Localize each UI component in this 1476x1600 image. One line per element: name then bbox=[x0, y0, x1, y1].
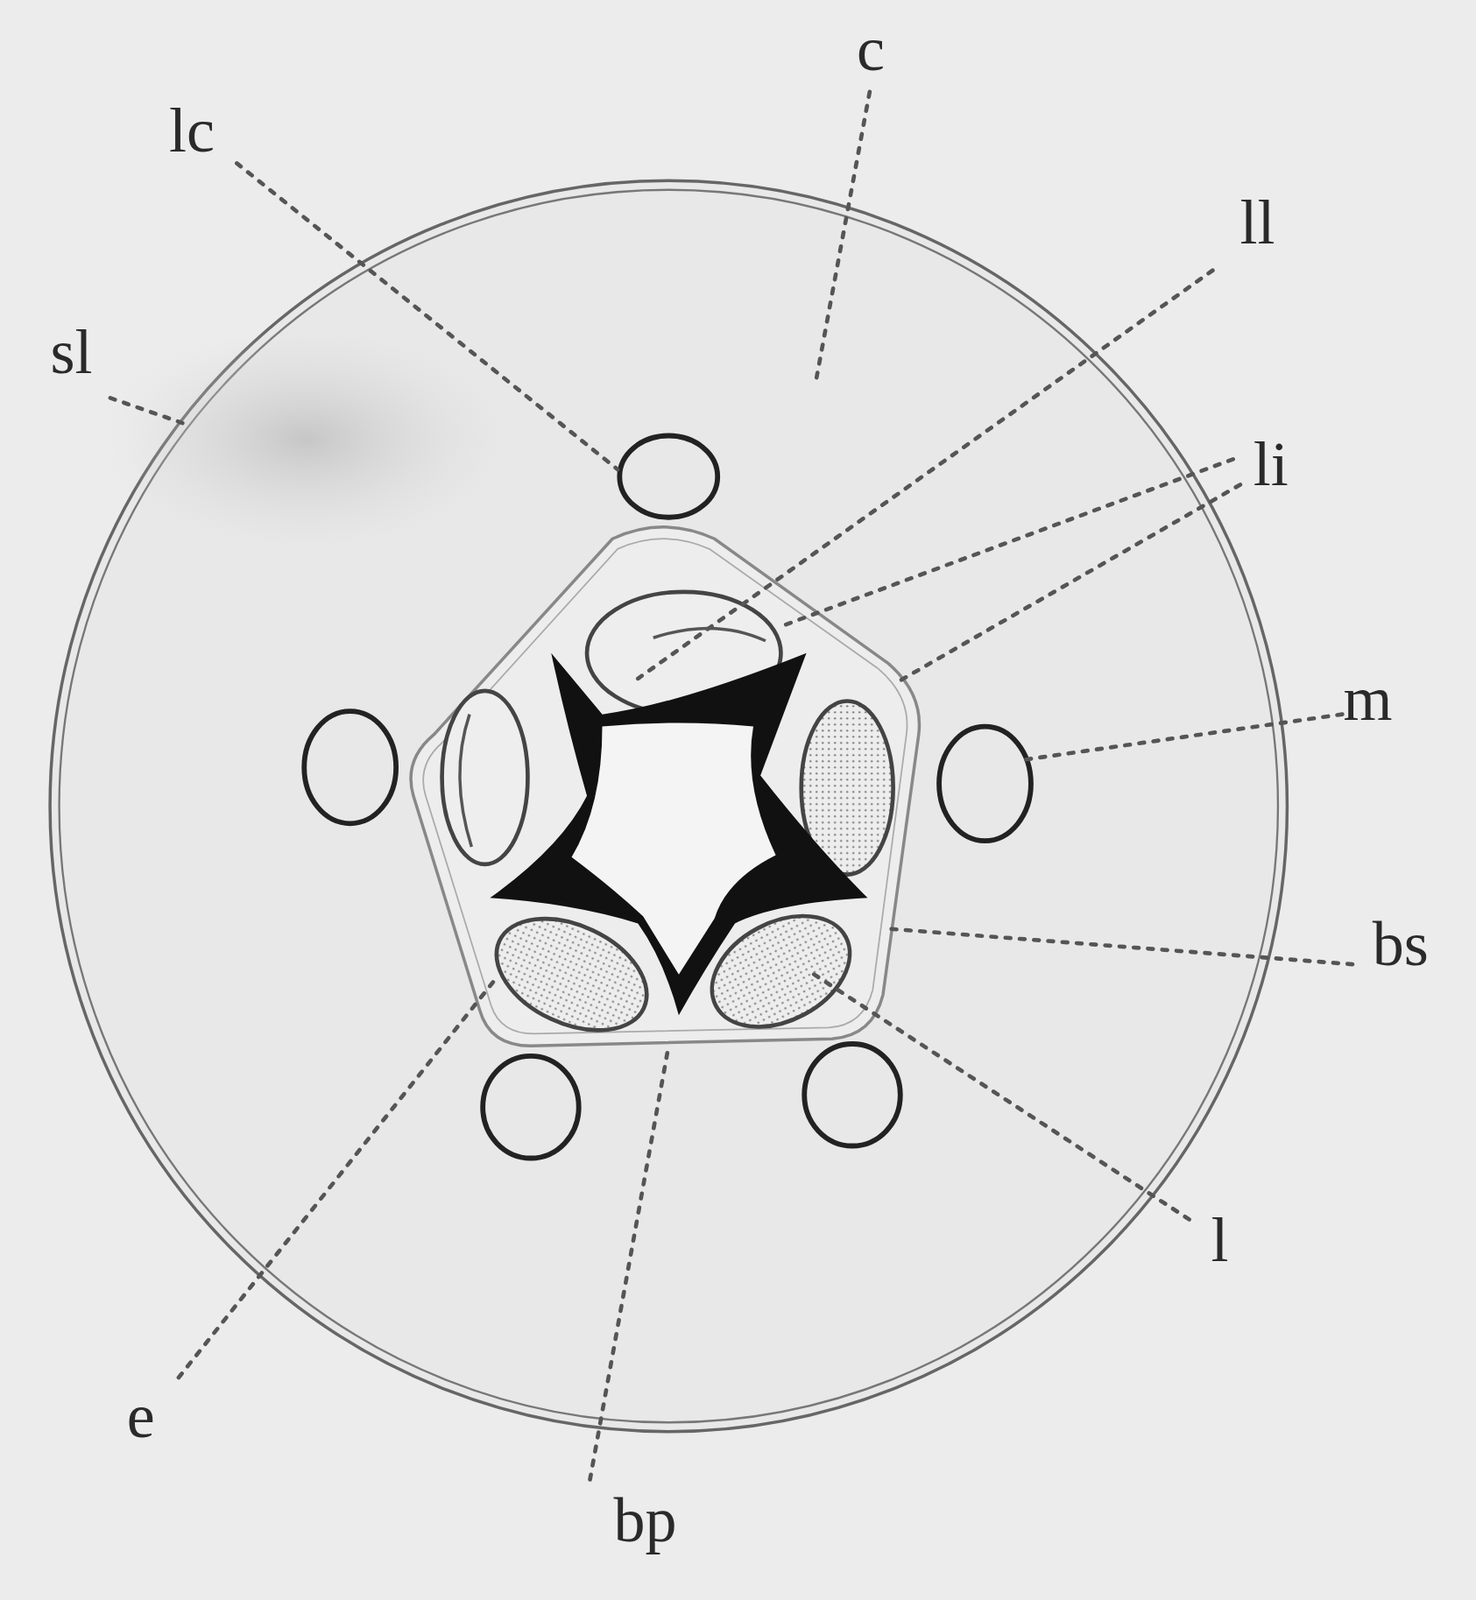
part-label: li bbox=[1253, 432, 1289, 496]
part-label: c bbox=[856, 17, 885, 81]
part-label: bs bbox=[1372, 912, 1429, 976]
part-label: lc bbox=[169, 98, 215, 163]
part-label: l bbox=[1211, 1208, 1229, 1272]
part-label: m bbox=[1342, 667, 1392, 731]
part-label: e bbox=[127, 1384, 156, 1448]
part-label: sl bbox=[50, 320, 93, 384]
part-label: ll bbox=[1240, 190, 1276, 255]
part-label: bp bbox=[613, 1489, 677, 1553]
